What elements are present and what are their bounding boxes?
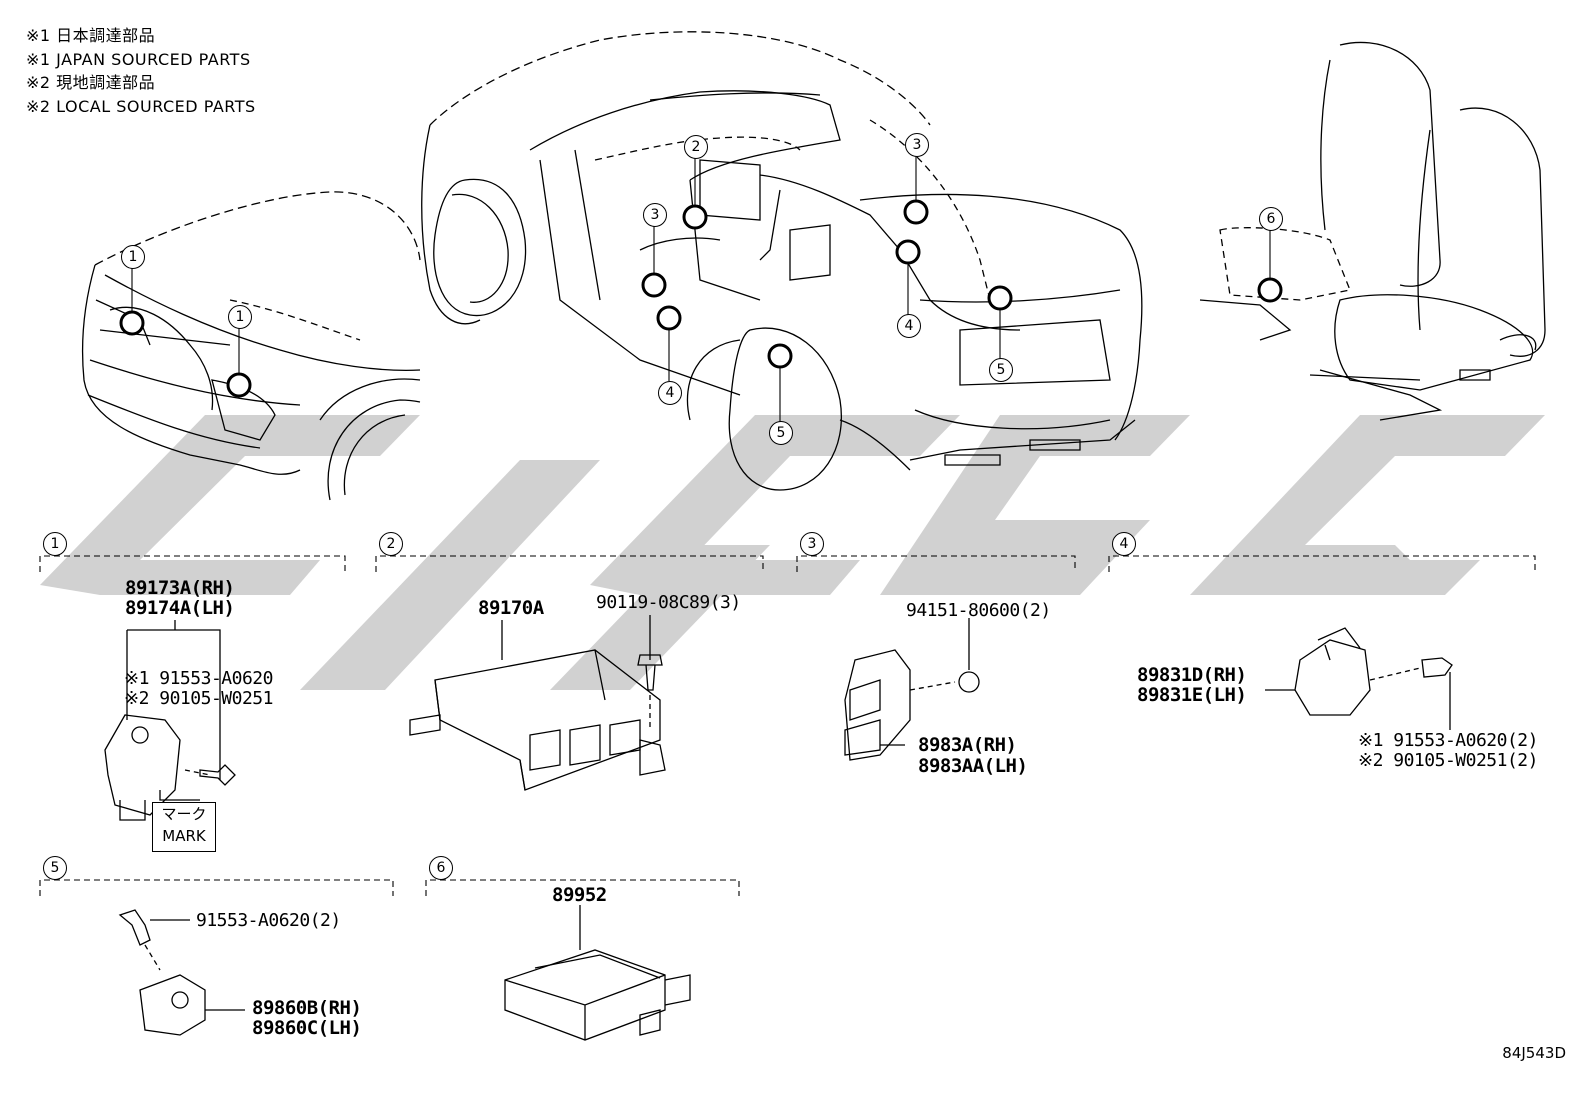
part-90105-W0251-2[interactable]: ※2 90105-W0251(2) <box>1358 750 1538 771</box>
section-headers <box>39 555 1536 896</box>
callout-6: 6 <box>1259 207 1283 231</box>
part-89952[interactable]: 89952 <box>552 884 607 906</box>
side-airbag-sensor <box>844 618 980 761</box>
callout-4b: 4 <box>897 314 921 338</box>
part-90119-08C89[interactable]: 90119-08C89(3) <box>596 592 741 613</box>
callout-1b: 1 <box>228 305 252 329</box>
part-94151-80600[interactable]: 94151-80600(2) <box>906 600 1051 621</box>
part-89170A[interactable]: 89170A <box>478 597 544 619</box>
callout-5a: 5 <box>989 358 1013 382</box>
part-8983A[interactable]: 8983A(RH) <box>918 734 1017 756</box>
mark-label-box: マーク MARK <box>152 802 216 852</box>
section-3-number: 3 <box>800 532 824 556</box>
part-91553-A0620[interactable]: ※1 91553-A0620 <box>124 668 273 689</box>
rear-sensor <box>118 909 245 1036</box>
watermark <box>40 415 1545 690</box>
callout-leaders <box>131 156 1271 422</box>
section-1-number: 1 <box>43 532 67 556</box>
note-local-jp: ※2 現地調達部品 <box>26 73 156 92</box>
door-pressure-sensor <box>1265 627 1453 730</box>
callout-2: 2 <box>684 135 708 159</box>
part-89173A[interactable]: 89173A(RH) <box>125 577 235 599</box>
occupant-detection-ecu <box>504 905 691 1041</box>
airbag-ecu <box>409 615 666 791</box>
callout-1a: 1 <box>121 245 145 269</box>
part-89860C[interactable]: 89860C(LH) <box>252 1017 362 1039</box>
part-90105-W0251[interactable]: ※2 90105-W0251 <box>124 688 273 709</box>
part-89174A[interactable]: 89174A(LH) <box>125 597 235 619</box>
part-89831D[interactable]: 89831D(RH) <box>1137 664 1247 686</box>
part-89831E[interactable]: 89831E(LH) <box>1137 684 1247 706</box>
diagram-code: 84J543D <box>1502 1044 1566 1062</box>
mark-label-en: MARK <box>162 827 206 845</box>
callout-3b: 3 <box>905 133 929 157</box>
callout-4a: 4 <box>658 381 682 405</box>
section-4-number: 4 <box>1112 532 1136 556</box>
mark-label-jp: マーク <box>161 805 207 823</box>
front-airbag-sensor <box>104 620 236 821</box>
part-91553-A0620-s5[interactable]: 91553-A0620(2) <box>196 910 341 931</box>
vehicle-main-drawing <box>421 31 1143 491</box>
section-6-number: 6 <box>429 856 453 880</box>
location-markers <box>119 199 1283 398</box>
part-8983AA[interactable]: 8983AA(LH) <box>918 755 1028 777</box>
section-5-number: 5 <box>43 856 67 880</box>
callout-3a: 3 <box>643 203 667 227</box>
callout-5b: 5 <box>769 421 793 445</box>
note-local-en: ※2 LOCAL SOURCED PARTS <box>26 96 256 116</box>
part-91553-A0620-2[interactable]: ※1 91553-A0620(2) <box>1358 730 1538 751</box>
section-2-number: 2 <box>379 532 403 556</box>
part-89860B[interactable]: 89860B(RH) <box>252 997 362 1019</box>
note-japan-en: ※1 JAPAN SOURCED PARTS <box>26 49 251 69</box>
seat-drawing <box>1199 41 1546 421</box>
note-japan-jp: ※1 日本調達部品 <box>26 26 156 45</box>
sourcing-notes: ※1 日本調達部品 ※1 JAPAN SOURCED PARTS ※2 現地調達… <box>26 24 256 118</box>
